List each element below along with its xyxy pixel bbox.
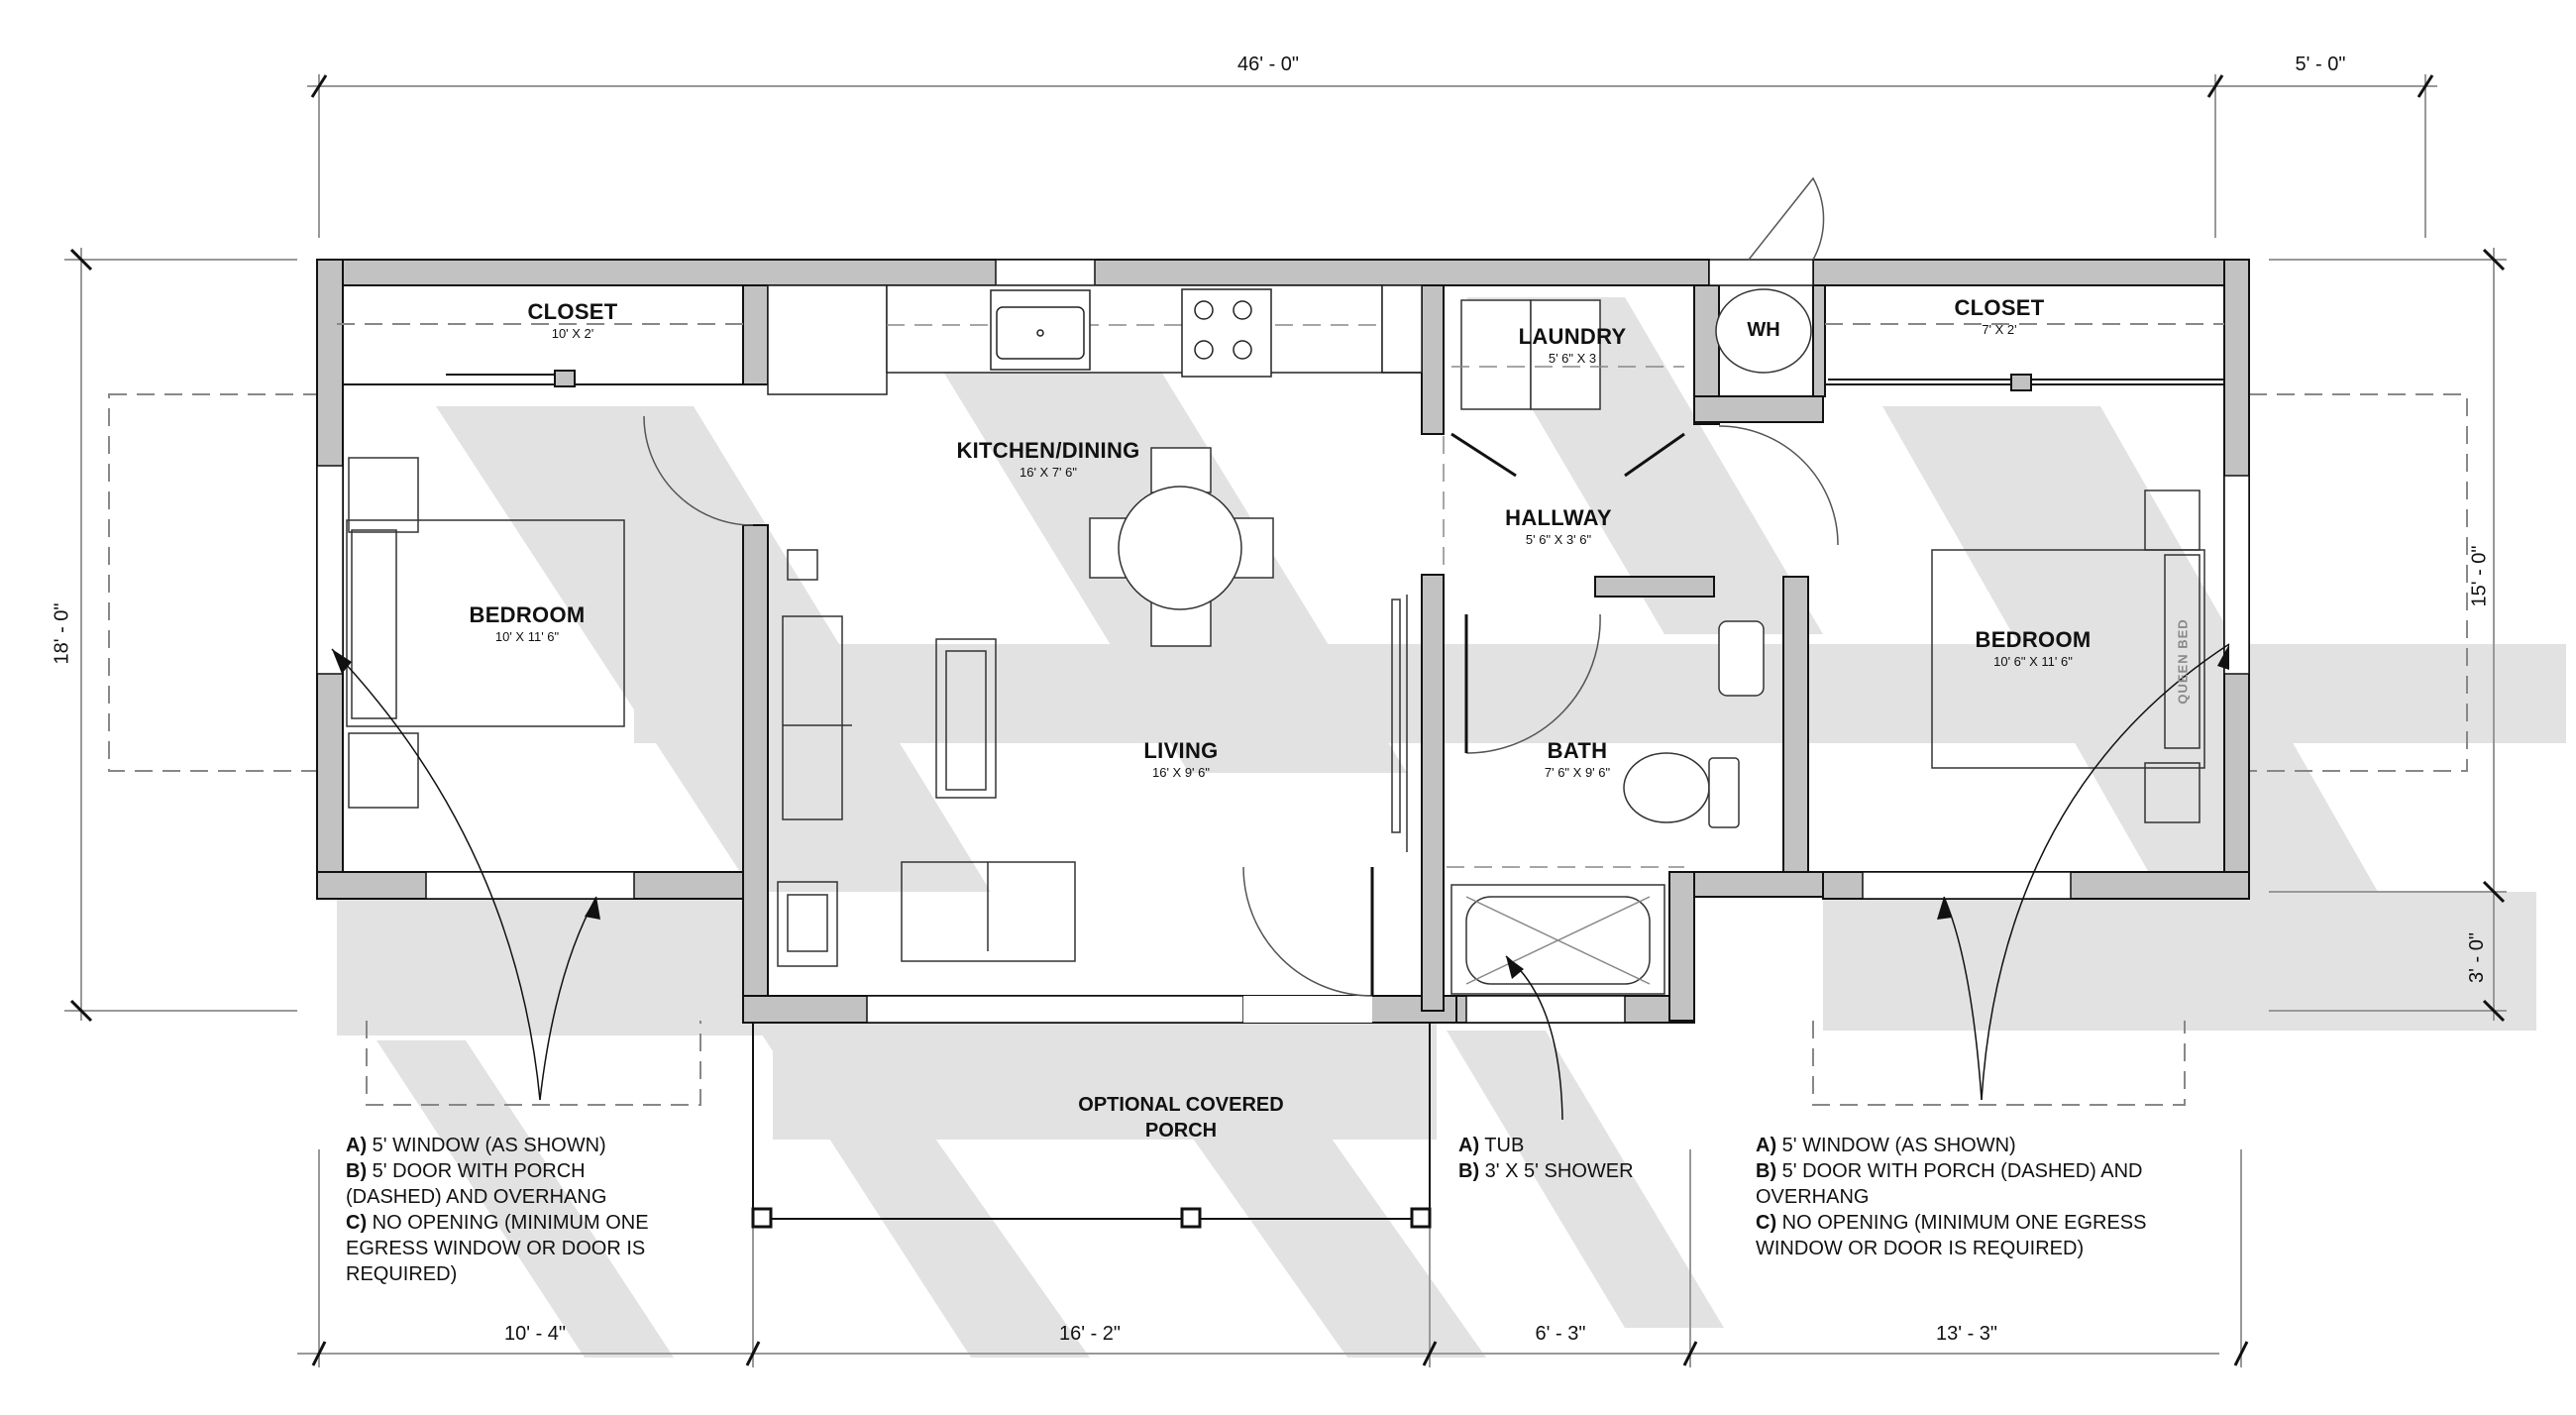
room-size: 5' 6" X 3' 6" bbox=[1525, 532, 1592, 547]
room-name: CLOSET bbox=[527, 299, 618, 324]
note-line: B) 5' DOOR WITH PORCH bbox=[346, 1160, 586, 1182]
porch-structure bbox=[751, 1021, 1432, 1229]
dimension-lines bbox=[64, 74, 2507, 1367]
dining-table bbox=[1089, 447, 1274, 647]
room-label-laundry: LAUNDRY 5' 6" X 3 bbox=[1519, 324, 1627, 366]
note-bath: A) TUB B) 3' X 5' SHOWER bbox=[1458, 1133, 1634, 1184]
dimension-top-side: 5' - 0" bbox=[2295, 54, 2346, 75]
room-size: 10' X 11' 6" bbox=[494, 629, 560, 644]
room-label-hallway: HALLWAY 5' 6" X 3' 6" bbox=[1505, 505, 1612, 547]
arrowheads bbox=[332, 644, 2229, 979]
dimension-bottom-4: 13' - 3" bbox=[1935, 1323, 1998, 1345]
room-name: HALLWAY bbox=[1505, 505, 1612, 530]
note-line: C) NO OPENING (MINIMUM ONE bbox=[346, 1212, 649, 1234]
door-swings bbox=[643, 176, 1839, 997]
note-line: WINDOW OR DOOR IS REQUIRED) bbox=[1756, 1238, 2085, 1259]
queen-bed-label: QUEEN BED bbox=[2175, 618, 2191, 705]
room-label-living: LIVING 16' X 9' 6" bbox=[1143, 738, 1218, 780]
room-label-closet-right: CLOSET 7' X 2' bbox=[1954, 295, 2044, 337]
note-line: B) 5' DOOR WITH PORCH (DASHED) AND bbox=[1756, 1160, 2143, 1182]
dimension-bottom-1: 10' - 4" bbox=[503, 1323, 567, 1345]
porch-label-line2: PORCH bbox=[1144, 1120, 1218, 1142]
room-label-closet-left: CLOSET 10' X 2' bbox=[527, 299, 617, 341]
room-size: 10' 6" X 11' 6" bbox=[1993, 654, 2073, 669]
kitchen-fixtures bbox=[767, 284, 1423, 395]
room-size: 16' X 7' 6" bbox=[1019, 465, 1077, 480]
bath-fixtures bbox=[1447, 620, 1765, 995]
room-label-bedroom-right: BEDROOM 10' 6" X 11' 6" bbox=[1976, 627, 2092, 669]
note-line: A) 5' WINDOW (AS SHOWN) bbox=[1756, 1135, 2016, 1156]
note-left-bedroom: A) 5' WINDOW (AS SHOWN) B) 5' DOOR WITH … bbox=[346, 1133, 649, 1287]
room-label-kitchen-dining: KITCHEN/DINING 16' X 7' 6" bbox=[956, 438, 1139, 480]
room-name: BEDROOM bbox=[1975, 627, 2092, 652]
dimension-top-main: 46' - 0" bbox=[1236, 54, 1300, 75]
front-door-opening bbox=[1243, 996, 1372, 1023]
room-size: 16' X 9' 6" bbox=[1151, 765, 1211, 780]
room-size: 5' 6" X 3 bbox=[1548, 351, 1597, 366]
room-name: BATH bbox=[1547, 738, 1608, 763]
note-line: OVERHANG bbox=[1756, 1186, 1870, 1208]
room-label-water-heater: WH bbox=[1747, 319, 1780, 341]
dimension-right-side: 3' - 0" bbox=[2465, 932, 2488, 983]
dimension-bottom-3: 6' - 3" bbox=[1535, 1323, 1586, 1345]
note-line: REQUIRED) bbox=[346, 1263, 458, 1285]
dimension-left: 18' - 0" bbox=[51, 602, 73, 665]
room-name: LAUNDRY bbox=[1518, 324, 1627, 349]
room-label-bedroom-left: BEDROOM 10' X 11' 6" bbox=[470, 602, 586, 644]
room-name: KITCHEN/DINING bbox=[956, 438, 1140, 463]
room-name: CLOSET bbox=[1954, 295, 2045, 320]
walls bbox=[316, 259, 2250, 1024]
room-name: BEDROOM bbox=[469, 602, 586, 627]
laundry-fixtures bbox=[1451, 288, 1812, 410]
porch-label: OPTIONAL COVERED PORCH bbox=[1078, 1092, 1283, 1143]
note-line: B) 3' X 5' SHOWER bbox=[1458, 1160, 1634, 1182]
porch-label-line1: OPTIONAL COVERED bbox=[1078, 1094, 1284, 1116]
room-size: 10' X 2' bbox=[551, 326, 594, 341]
note-line: EGRESS WINDOW OR DOOR IS bbox=[346, 1238, 646, 1259]
room-label-bath: BATH 7' 6" X 9' 6" bbox=[1545, 738, 1610, 780]
note-line: A) TUB bbox=[1458, 1135, 1525, 1156]
windows bbox=[316, 259, 2250, 1024]
room-size: 7' X 2' bbox=[1982, 322, 2017, 337]
dimension-right-main: 15' - 0" bbox=[2468, 545, 2491, 607]
note-line: A) 5' WINDOW (AS SHOWN) bbox=[346, 1135, 606, 1156]
closet-fixtures bbox=[337, 284, 2225, 391]
dimension-bottom-2: 16' - 2" bbox=[1058, 1323, 1122, 1345]
beds bbox=[346, 457, 2205, 823]
room-name: LIVING bbox=[1143, 738, 1219, 763]
note-line: C) NO OPENING (MINIMUM ONE EGRESS bbox=[1756, 1212, 2147, 1234]
note-line: (DASHED) AND OVERHANG bbox=[346, 1186, 607, 1208]
note-right-bedroom: A) 5' WINDOW (AS SHOWN) B) 5' DOOR WITH … bbox=[1756, 1133, 2146, 1261]
room-size: 7' 6" X 9' 6" bbox=[1544, 765, 1611, 780]
living-furniture bbox=[777, 549, 1408, 967]
dimension-ticks bbox=[69, 74, 2506, 1366]
